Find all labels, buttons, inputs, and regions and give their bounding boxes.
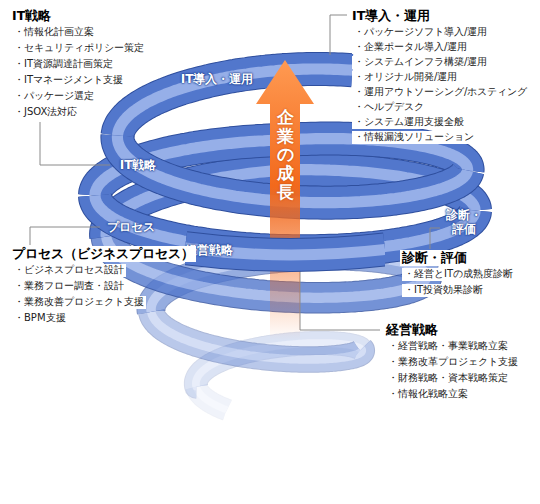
leader-line (430, 228, 440, 249)
service-item: ・パッケージソフト導入/運用 (352, 26, 489, 39)
section-heading: プロセス（ビジネスプロセス） (10, 246, 196, 262)
service-item: ・IT資源調達計画策定 (12, 58, 115, 71)
service-item: ・財務戦略・資本戦略策定 (386, 372, 510, 385)
leader-line (40, 122, 110, 165)
spiral-stroke (196, 387, 227, 410)
service-item: ・ビジネスプロセス設計 (12, 264, 126, 277)
spiral-band (118, 69, 353, 136)
vertical-text: 企業の成長 (277, 108, 294, 201)
spiral-stroke (151, 312, 361, 360)
service-item: ・経営戦略・事業戦略立案 (386, 340, 510, 353)
spiral-stroke (118, 69, 353, 136)
service-item: ・セキュリティポリシー策定 (12, 42, 146, 55)
service-item: ・システムインフラ構築/運用 (352, 56, 489, 69)
service-item: ・オリジナル開発/運用 (352, 71, 459, 84)
spiral-band (196, 387, 227, 410)
spiral-stroke (118, 69, 353, 136)
growth-arrow: 企業の成長 (256, 60, 314, 340)
service-item: ・システム運用支援全般 (352, 116, 466, 129)
service-item: ・経営とITの成熟度診断 (402, 268, 515, 281)
spiral-stroke (196, 387, 227, 410)
service-item: ・JSOX法対応 (12, 106, 79, 119)
spiral-stroke (151, 312, 361, 360)
service-item: ・業務改善プロジェクト支援 (12, 296, 146, 309)
section-heading: 経営戦略 (384, 322, 440, 338)
segment-text: 診断・評価 (446, 208, 482, 237)
service-item: ・情報漏洩ソリューション (352, 131, 476, 144)
arrow-body (256, 60, 314, 340)
leader-line (30, 227, 100, 245)
segment-text: IT導入・運用 (181, 72, 254, 86)
section-heading: IT戦略 (10, 8, 53, 24)
spiral-stroke (151, 312, 361, 360)
service-item: ・情報化計画立案 (12, 26, 96, 39)
spiral-stroke (118, 69, 353, 136)
leader-line (300, 270, 380, 330)
service-item: ・ITマネージメント支援 (12, 74, 125, 87)
service-item: ・IT投資効果診断 (402, 284, 485, 297)
section-heading: IT導入・運用 (350, 8, 432, 24)
segment-text: プロセス (107, 220, 155, 234)
service-item: ・企業ポータル導入/運用 (352, 41, 469, 54)
service-item: ・パッケージ選定 (12, 90, 96, 103)
service-item: ・業務改革プロジェクト支援 (386, 356, 520, 369)
spiral-segment-label: IT戦略 (120, 158, 157, 172)
section-heading: 診断・評価 (400, 250, 469, 266)
service-item: ・ヘルプデスク (352, 101, 426, 114)
service-item: ・情報化戦略立案 (386, 388, 470, 401)
service-item: ・業務フロー調査・設計 (12, 280, 126, 293)
service-item: ・運用アウトソーシング/ホスティング (352, 86, 529, 99)
spiral-stroke (196, 387, 227, 410)
leader-line (330, 15, 347, 55)
spiral-segment-label: 診断・評価 (446, 208, 482, 237)
segment-text: IT戦略 (120, 158, 157, 172)
spiral-segment-label: IT導入・運用 (181, 72, 254, 86)
spiral-band-segment: 経営戦略 (185, 225, 385, 285)
service-item: ・BPM支援 (12, 312, 68, 325)
spiral-segment-label: プロセス (107, 220, 155, 234)
spiral-band (151, 312, 361, 360)
